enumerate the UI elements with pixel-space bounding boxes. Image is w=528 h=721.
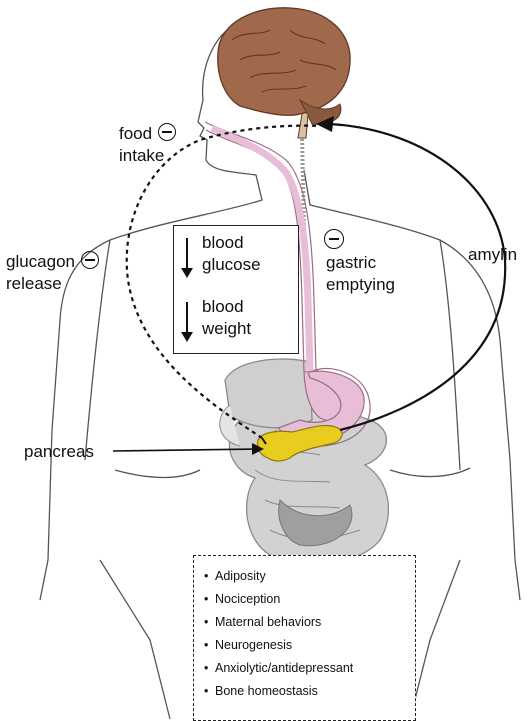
- outcome-item: Nociception: [204, 588, 415, 611]
- outcomes-list: Adiposity Nociception Maternal behaviors…: [194, 556, 415, 703]
- food-intake-label: food intake: [119, 123, 176, 167]
- gastric-emptying-label: gastric emptying: [326, 252, 395, 296]
- effect-blood-glucose: blood glucose: [178, 232, 294, 282]
- release-text: release: [6, 274, 62, 293]
- glucagon-text: glucagon: [6, 252, 75, 271]
- outcome-item: Anxiolytic/antidepressant: [204, 657, 415, 680]
- inhibition-minus-icon: [158, 123, 176, 141]
- effects-box: blood glucose blood weight: [173, 225, 299, 354]
- effect-line2: weight: [202, 319, 251, 338]
- glucagon-release-label: glucagon release: [6, 251, 99, 295]
- amylin-label: amylin: [468, 244, 517, 266]
- intake-text: intake: [119, 146, 164, 165]
- effect-text: blood weight: [202, 296, 251, 340]
- outcomes-box: Adiposity Nociception Maternal behaviors…: [193, 555, 416, 721]
- outcome-item: Neurogenesis: [204, 634, 415, 657]
- down-arrow-icon: [186, 302, 188, 336]
- down-arrow-icon: [186, 238, 188, 272]
- effect-blood-weight: blood weight: [178, 296, 294, 346]
- effect-line1: blood: [202, 297, 244, 316]
- effect-text: blood glucose: [202, 232, 261, 276]
- outcome-item: Bone homeostasis: [204, 680, 415, 703]
- outcome-item: Maternal behaviors: [204, 611, 415, 634]
- pancreas-label: pancreas: [24, 441, 94, 463]
- outcome-item: Adiposity: [204, 565, 415, 588]
- food-text: food: [119, 124, 152, 143]
- effect-line2: glucose: [202, 255, 261, 274]
- inhibition-minus-icon: [324, 229, 344, 249]
- inhibition-minus-icon: [81, 251, 99, 269]
- gastric-text: gastric: [326, 253, 376, 272]
- emptying-text: emptying: [326, 275, 395, 294]
- effect-line1: blood: [202, 233, 244, 252]
